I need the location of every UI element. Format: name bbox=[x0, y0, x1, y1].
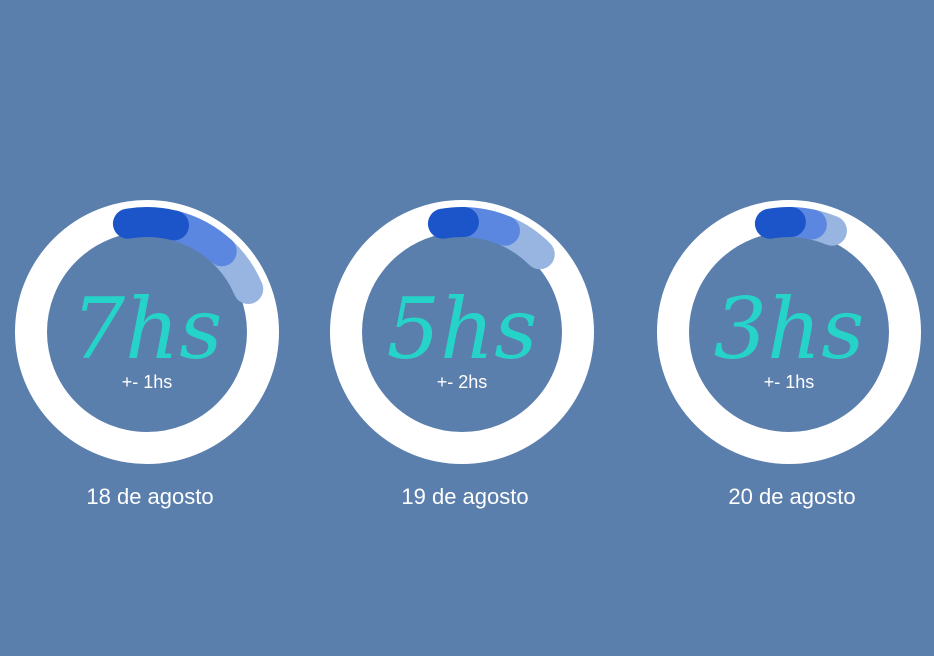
date-label: 18 de agosto bbox=[86, 484, 213, 509]
date-label: 19 de agosto bbox=[401, 484, 528, 509]
hours-value: 3hs bbox=[714, 280, 865, 378]
sleep-chart-3: 3hs+- 1hs 20 de agosto bbox=[657, 200, 921, 509]
progress-segment-dark bbox=[112, 207, 189, 241]
progress-segment-dark bbox=[754, 207, 806, 239]
hours-range: +- 2hs bbox=[437, 372, 488, 392]
sleep-chart-2: 5hs+- 2hs 19 de agosto bbox=[330, 200, 594, 509]
hours-range: +- 1hs bbox=[764, 372, 815, 392]
date-label: 20 de agosto bbox=[728, 484, 855, 509]
hours-range: +- 1hs bbox=[122, 372, 173, 392]
progress-segment-dark bbox=[427, 207, 479, 239]
sleep-chart-1: 7hs+- 1hs 18 de agosto bbox=[15, 200, 279, 509]
hours-value: 5hs bbox=[387, 280, 538, 378]
hours-value: 7hs bbox=[72, 280, 223, 378]
